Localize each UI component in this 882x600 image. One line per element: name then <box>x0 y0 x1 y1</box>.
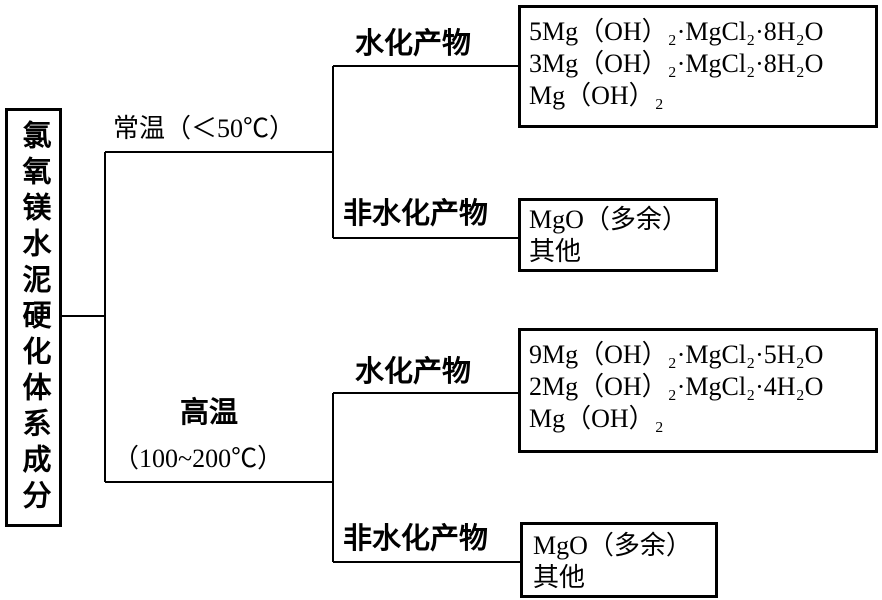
normal-non-hydrated-label: 非水化产物 <box>343 198 489 230</box>
list-item: 3Mg（OH）₂·MgCl₂·8H₂O <box>529 49 824 78</box>
list-item: MgO（多余） <box>533 531 692 560</box>
root-label: 氯氧镁水泥硬化体系成分 <box>18 119 50 516</box>
list-item: Mg（OH）₂ <box>529 404 664 433</box>
list-item: 5Mg（OH）₂·MgCl₂·8H₂O <box>529 17 824 46</box>
normal-temp-condition: 常温（＜50℃） <box>113 114 296 143</box>
high-non-hydrated-label: 非水化产物 <box>343 523 489 555</box>
list-item: MgO（多余） <box>529 205 688 234</box>
high-hydrated-label: 水化产物 <box>355 356 472 388</box>
normal-non-hydrated-box: MgO（多余） 其他 <box>518 198 718 272</box>
list-item: 9Mg（OH）₂·MgCl₂·5H₂O <box>529 340 824 369</box>
high-hydrated-box: 9Mg（OH）₂·MgCl₂·5H₂O 2Mg（OH）₂·MgCl₂·4H₂O … <box>518 328 878 453</box>
list-item: Mg（OH）₂ <box>529 81 664 110</box>
normal-hydrated-box: 5Mg（OH）₂·MgCl₂·8H₂O 3Mg（OH）₂·MgCl₂·8H₂O … <box>518 5 878 128</box>
high-non-hydrated-box: MgO（多余） 其他 <box>520 522 718 598</box>
high-temp-condition-range: （100~200℃） <box>113 444 284 473</box>
list-item: 2Mg（OH）₂·MgCl₂·4H₂O <box>529 372 824 401</box>
normal-hydrated-label: 水化产物 <box>355 28 472 60</box>
root-box: 氯氧镁水泥硬化体系成分 <box>5 108 62 527</box>
high-temp-condition-title: 高温 <box>180 397 239 429</box>
list-item: 其他 <box>529 237 582 266</box>
list-item: 其他 <box>533 563 586 592</box>
